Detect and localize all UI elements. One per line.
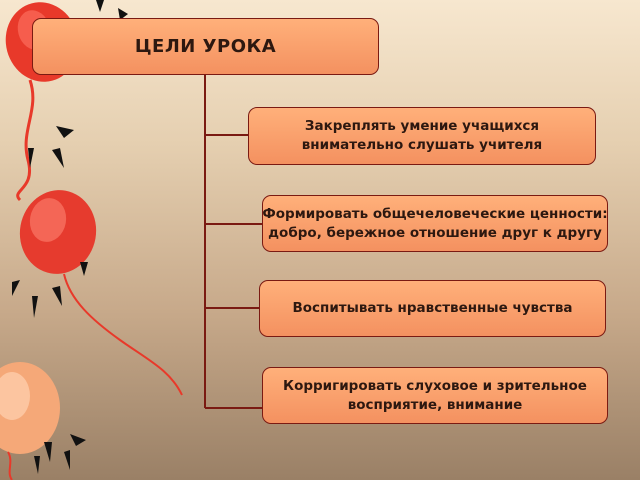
goal-text: Закреплять умение учащихся внимательно с… [302,117,542,155]
goal-line: Формировать общечеловеческие ценности: [262,205,608,222]
goal-box-4: Корригировать слуховое и зрительное восп… [262,367,608,424]
goal-box-3: Воспитывать нравственные чувства [259,280,606,337]
goal-line: добро, бережное отношение друг к другу [268,224,602,241]
goal-line: Закреплять умение учащихся [304,118,540,134]
title-box: ЦЕЛИ УРОКА [32,18,379,75]
goal-box-1: Закреплять умение учащихся внимательно с… [248,107,596,165]
goal-line: Воспитывать нравственные чувства [292,300,573,316]
goal-text: Формировать общечеловеческие ценности: д… [262,205,607,243]
goal-line: восприятие, внимание [347,396,523,413]
goal-line: Корригировать слуховое и зрительное [283,377,587,394]
goal-box-2: Формировать общечеловеческие ценности: д… [262,195,608,252]
goal-line: внимательно слушать учителя [301,137,543,153]
balloon-decoration [0,0,183,480]
diagram-title: ЦЕЛИ УРОКА [134,36,277,57]
goal-text: Корригировать слуховое и зрительное восп… [283,377,587,415]
